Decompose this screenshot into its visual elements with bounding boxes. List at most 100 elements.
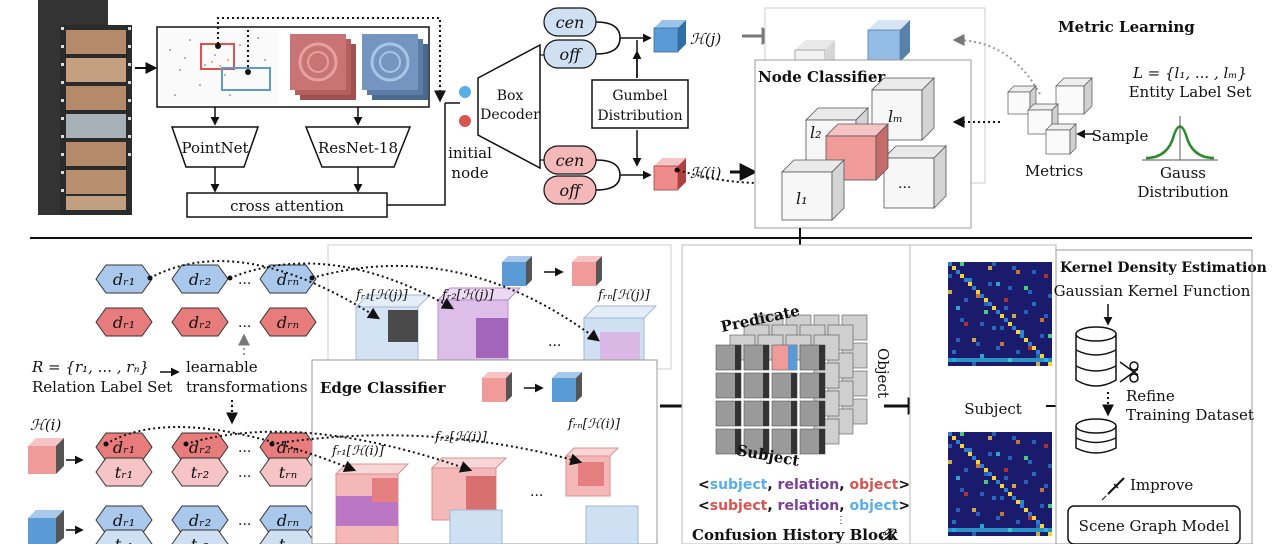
t-blue-bottom-label-2: tᵣ₂ (191, 535, 209, 544)
heatmap-row (948, 528, 1052, 532)
heatmap-cell (1004, 306, 1008, 310)
t-blue-bottom-hex-3 (259, 529, 317, 544)
heatmap-cell (952, 350, 956, 354)
heatmap-cell (1008, 456, 1012, 460)
confusion-heatmap-2 (948, 432, 1052, 536)
heatmap-cell (956, 338, 960, 342)
heatmap-diag-cell (1024, 508, 1028, 512)
gumbel-label-1: Gumbel (612, 88, 668, 104)
heatmap-cell (972, 338, 976, 342)
relation-label-formula: R = {r₁, ... , rₙ} (31, 358, 149, 376)
fi-cubes (334, 447, 639, 544)
heatmap-cell (1020, 330, 1024, 334)
heatmap-cell (976, 342, 980, 346)
t-red-bottom-label-1: tᵣ₁ (115, 463, 133, 482)
heatmap-diag-cell (972, 286, 976, 290)
edge-classifier-title: Edge Classifier (320, 379, 447, 397)
heatmap-cell (1044, 274, 1048, 278)
t-blue-bottom-hex-2 (171, 529, 229, 544)
heatmap-cell (964, 298, 968, 302)
curve-dot-6 (269, 441, 275, 447)
conf-cell-shadow (819, 345, 825, 370)
heatmap-diag-cell (976, 290, 980, 294)
gaussian-kernel-label: Gaussian Kernel Function (1054, 282, 1251, 300)
heatmap-diag-cell (988, 302, 992, 306)
heatmap-cell (1040, 334, 1044, 338)
image-patches (290, 34, 428, 100)
heatmap-cell (1000, 342, 1004, 346)
refine-label-1: Refine (1126, 387, 1175, 405)
d-blue-bottom-label-1: dᵣ₁ (113, 511, 135, 530)
heatmap-diag-cell (980, 464, 984, 468)
heatmap-cell (960, 262, 964, 266)
heatmap-cell (1028, 460, 1032, 464)
heatmap-diag-cell (964, 278, 968, 282)
l1-label: l₁ (796, 189, 808, 208)
heatmap-cell (992, 496, 996, 500)
heatmap-cell (980, 524, 984, 528)
heatmap-cell (1024, 286, 1028, 290)
h-i-cube (653, 158, 686, 191)
l2-label: l₂ (810, 123, 822, 142)
heatmap-cell (988, 266, 992, 270)
f-r2-hj: fᵣ₂[ℋ(j)] (441, 288, 495, 303)
heatmap-diag-cell (972, 456, 976, 460)
curve-dot-4 (103, 441, 109, 447)
cen-blue-label: cen (556, 13, 585, 32)
box-decoder-block (477, 43, 541, 170)
heatmap-cell (1048, 504, 1052, 508)
d-blue-top-label-2: dᵣ₂ (189, 270, 211, 289)
scene-graph-model-label: Scene Graph Model (1079, 517, 1230, 535)
heatmap-diag-cell (968, 452, 972, 456)
heatmap-diag-cell (1008, 322, 1012, 326)
learnable-label-2: transformations (186, 378, 308, 396)
database-icon (1075, 326, 1117, 387)
cen-red-label: cen (556, 151, 585, 170)
heatmap-diag-cell (992, 476, 996, 480)
d-blue-bottom-dots: ... (238, 513, 251, 529)
heatmap-cell (984, 310, 988, 314)
kde-title: Kernel Density Estimation (1060, 260, 1267, 276)
heatmap-diag-cell (1012, 326, 1016, 330)
triplet-vdots: ⋮ (836, 515, 846, 526)
object-label: Object (874, 348, 892, 398)
heatmap-cell (1004, 468, 1008, 472)
gauss-label-1: Gauss (1160, 164, 1206, 182)
database-icon-refined (1075, 418, 1117, 454)
heatmap-cell (1040, 318, 1044, 322)
heatmap-cell (1020, 500, 1024, 504)
box-decoder-label-2: Decoder (480, 107, 540, 123)
d-blue-bottom-label-2: dᵣ₂ (189, 511, 211, 530)
heatmap-diag-cell (948, 432, 952, 436)
d-red-top-label-2: dᵣ₂ (189, 313, 211, 332)
initial-node-blue-dot (459, 86, 471, 98)
conf-cell-shadow (735, 429, 741, 454)
heatmap-cell (1044, 444, 1048, 448)
curve-rn-hi (271, 434, 583, 466)
heatmap-diag-cell (1048, 532, 1052, 536)
fj-cubes (354, 287, 658, 368)
heatmap-diag-cell (960, 274, 964, 278)
heatmap-diag-cell (976, 460, 980, 464)
pointnet-label: PointNet (181, 139, 248, 157)
pointnet-block (170, 126, 260, 168)
heatmap-diag-cell (952, 436, 956, 440)
t-red-bottom-hex-2 (171, 457, 229, 487)
heatmap-cell (996, 346, 1000, 350)
heatmap-diag-cell (956, 270, 960, 274)
heatmap-cell (1036, 524, 1040, 528)
heatmap-cell (1000, 326, 1004, 330)
conf-cell-shadow (819, 429, 825, 454)
heatmap-cell (976, 512, 980, 516)
curve-r2-hi (185, 430, 473, 473)
heatmap-diag-cell (960, 444, 964, 448)
conf-cell-shadow (735, 373, 741, 398)
curve-r1-hj (149, 260, 381, 320)
heatmap-diag-cell (1036, 520, 1040, 524)
heatmap-subject-label: Subject (964, 400, 1022, 418)
video-frames (38, 0, 132, 215)
d-red-top-hex-2 (171, 307, 229, 337)
heatmap-cell (1012, 266, 1016, 270)
conf-cell-shadow (763, 401, 769, 426)
